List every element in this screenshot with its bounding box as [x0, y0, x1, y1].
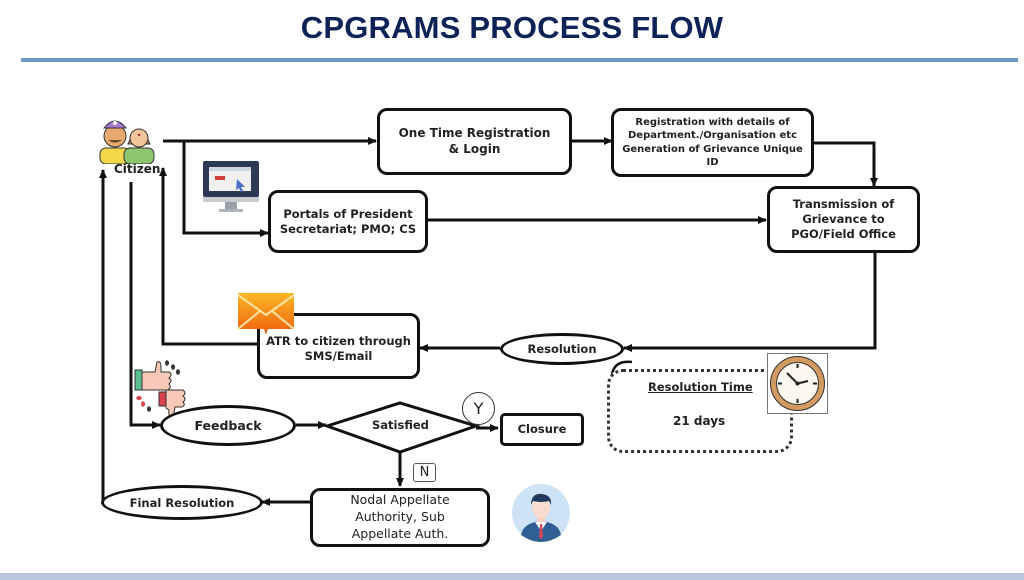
- arrow-citizen-to-portals: [182, 141, 269, 237]
- node-registration-details: Registration with details of Department.…: [611, 108, 814, 177]
- registration-details-line-1: Registration with details of: [635, 116, 790, 128]
- page-title: CPGRAMS PROCESS FLOW: [300, 10, 724, 45]
- arrow-details-to-transmission: [812, 141, 878, 187]
- registration-details-line-4: ID: [706, 157, 719, 168]
- feedback-label: Feedback: [194, 418, 262, 433]
- arrow-citizen-to-feedback: [129, 182, 161, 429]
- node-resolution: Resolution: [500, 333, 624, 365]
- node-transmission: Transmission of Grievance to PGO/Field O…: [767, 186, 920, 253]
- nodal-line-2: Authority, Sub: [355, 509, 445, 525]
- resolution-label: Resolution: [527, 342, 597, 356]
- portals-line-1: Portals of President: [283, 206, 413, 221]
- node-atr: ATR to citizen through SMS/Email: [257, 313, 420, 379]
- node-final-resolution: Final Resolution: [101, 485, 263, 520]
- decision-no-marker: N: [413, 463, 436, 482]
- portals-line-2: Secretariat; PMO; CS: [279, 221, 417, 236]
- transmission-line-2: Grievance to: [802, 212, 885, 227]
- node-closure: Closure: [500, 413, 584, 446]
- closure-label: Closure: [517, 422, 567, 437]
- decision-yes-marker: Y: [462, 392, 495, 425]
- clock-icon: [767, 353, 828, 414]
- resolution-time-value: 21 days: [673, 414, 726, 428]
- node-one-time-registration-label: One Time Registration & Login: [398, 125, 551, 156]
- transmission-line-1: Transmission of: [792, 197, 895, 212]
- footer-band: [0, 573, 1024, 580]
- resolution-time-callout: [607, 369, 793, 453]
- arrow-atr-to-citizen: [159, 167, 258, 346]
- resolution-time-heading: Resolution Time: [648, 380, 753, 394]
- officer-avatar-icon: [511, 483, 571, 543]
- atr-line-1: ATR to citizen through: [266, 334, 411, 349]
- decision-no-label: N: [419, 465, 430, 480]
- decision-yes-label: Y: [473, 399, 484, 418]
- satisfied-diamond: [322, 401, 481, 454]
- node-portals: Portals of President Secretariat; PMO; C…: [268, 190, 428, 253]
- nodal-line-3: Appellate Auth.: [351, 525, 449, 541]
- envelope-icon: [236, 291, 296, 341]
- atr-line-2: SMS/Email: [304, 349, 373, 363]
- node-one-time-registration: One Time Registration & Login: [377, 108, 572, 175]
- citizens-icon: [96, 114, 158, 165]
- registration-details-line-3: Generation of Grievance Unique: [622, 143, 803, 155]
- satisfied-label: Satisfied: [372, 418, 429, 432]
- arrow-transmission-to-resolution: [623, 252, 877, 352]
- registration-details-line-2: Department./Organisation etc: [627, 130, 797, 141]
- node-feedback: Feedback: [160, 405, 296, 446]
- final-resolution-label: Final Resolution: [129, 495, 235, 510]
- thumbs-up-down-icon: [133, 360, 193, 420]
- title-divider: [21, 58, 1018, 62]
- node-nodal-appellate: Nodal Appellate Authority, Sub Appellate…: [310, 488, 490, 547]
- nodal-line-1: Nodal Appellate: [350, 492, 450, 508]
- citizen-label: Citizen: [114, 162, 161, 176]
- computer-monitor-icon: [201, 159, 261, 215]
- transmission-line-3: PGO/Field Office: [791, 226, 896, 241]
